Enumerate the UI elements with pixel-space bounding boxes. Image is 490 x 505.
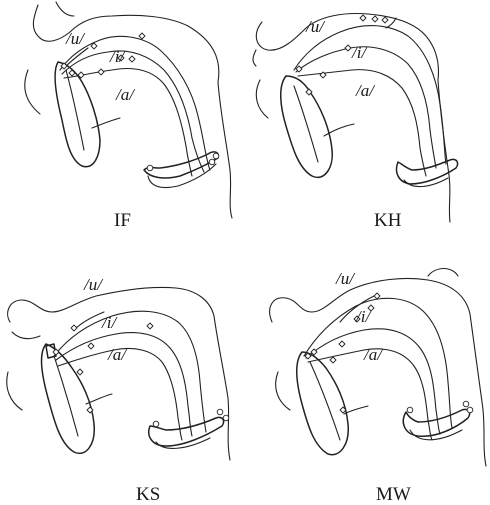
- vowel-label-i: /i/: [101, 313, 118, 332]
- vowel-label-a: /a/: [355, 81, 376, 100]
- speaker-label: KH: [374, 210, 402, 231]
- palate-outline: [33, 2, 218, 82]
- vowel-label-u: /u/: [305, 17, 326, 36]
- vowel-label-i: /i/: [351, 43, 368, 62]
- hyoid-epiglottis: [149, 417, 224, 448]
- panel-mw: /u/ /i/ /a/ MW: [270, 269, 486, 505]
- marker-points: [305, 293, 473, 413]
- vowel-label-i: /i/: [109, 47, 126, 66]
- hyoid-epiglottis: [144, 152, 218, 188]
- pharynx-wall: [7, 316, 230, 460]
- speaker-label: MW: [376, 484, 411, 505]
- pharynx-wall: [276, 314, 486, 466]
- speaker-label: KS: [136, 484, 160, 505]
- lower-jaw-incisor: [297, 352, 368, 455]
- vowel-label-i: /i/: [355, 307, 372, 326]
- vowel-label-u: /u/: [335, 269, 356, 288]
- lower-jaw-incisor: [281, 76, 354, 177]
- vowel-label-u: /u/: [65, 29, 86, 48]
- vowel-label-a: /a/: [363, 345, 384, 364]
- vowel-label-u: /u/: [83, 275, 104, 294]
- vowel-label-a: /a/: [115, 85, 136, 104]
- panel-if: /u/ /i/ /a/ IF: [25, 2, 232, 231]
- marker-points: [53, 323, 229, 427]
- tongue-contours: [60, 36, 210, 176]
- speaker-label: IF: [114, 210, 131, 231]
- hyoid-epiglottis: [397, 159, 458, 186]
- panel-kh: /u/ /i/ /a/ KH: [253, 14, 458, 231]
- panel-ks: /u/ /i/ /a/ KS: [7, 275, 230, 505]
- vowel-label-a: /a/: [107, 345, 128, 364]
